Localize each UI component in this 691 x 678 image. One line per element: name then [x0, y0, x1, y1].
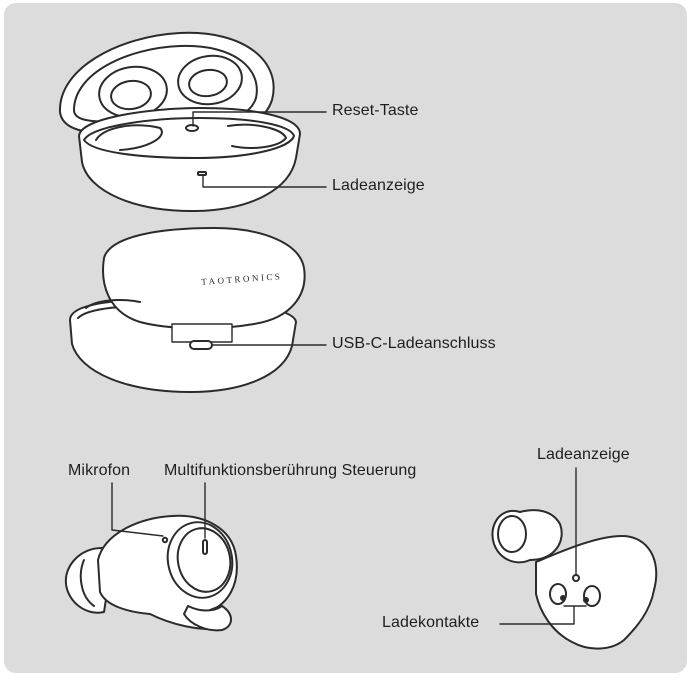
label-charging-contacts: Ladekontakte [382, 614, 479, 632]
label-touch-control: Multifunktionsberührung Steuerung [164, 462, 416, 480]
charging-contact-right [584, 586, 600, 606]
reset-button [186, 125, 198, 131]
closed-charging-case [70, 228, 305, 392]
charging-contact-left-pin [561, 596, 565, 600]
usb-c-port [190, 341, 212, 349]
label-case-charge-indicator: Ladeanzeige [332, 177, 425, 195]
label-microphone: Mikrofon [68, 462, 130, 480]
earbud-inner-nozzle [498, 516, 526, 552]
open-charging-case [60, 33, 300, 211]
charging-contact-left [550, 584, 566, 604]
charging-contact-right-pin [584, 598, 588, 602]
touch-control-mark [203, 540, 207, 554]
label-usb-c-port: USB-C-Ladeanschluss [332, 335, 496, 353]
label-earbud-charge-indicator: Ladeanzeige [537, 446, 630, 464]
microphone-hole [163, 538, 167, 542]
earbud-inner [492, 510, 656, 648]
earbud-front [66, 516, 239, 630]
label-reset-button: Reset-Taste [332, 102, 418, 120]
case-charge-indicator [198, 172, 206, 175]
case-hinge [172, 324, 232, 342]
earbud-charge-indicator [573, 575, 579, 581]
